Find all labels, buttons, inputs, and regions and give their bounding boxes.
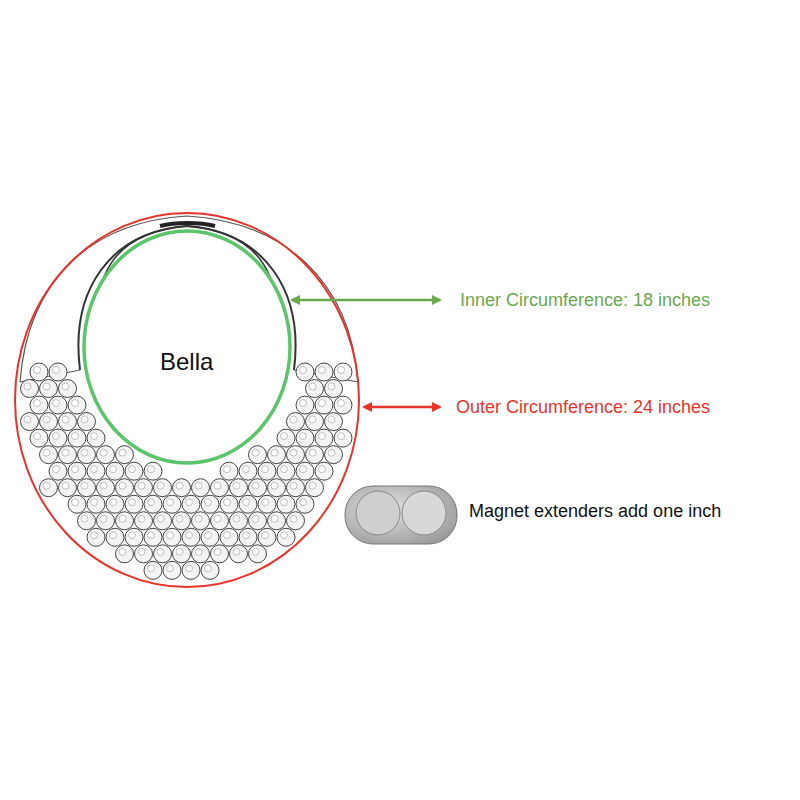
outer-circumference-label: Outer Circumference: 24 inches bbox=[456, 397, 710, 419]
inner-dimension-arrow bbox=[292, 299, 440, 302]
necklace-clasp bbox=[160, 223, 215, 226]
outer-dimension-arrow bbox=[364, 406, 440, 409]
extender-note: Magnet extenders add one inch bbox=[469, 501, 721, 523]
name-text: Bella bbox=[160, 348, 213, 376]
outer-circumference-outline bbox=[15, 213, 359, 587]
name-circle: Bella bbox=[82, 229, 292, 465]
inner-circumference-outline bbox=[82, 229, 292, 465]
magnet-extender-icon bbox=[345, 486, 457, 544]
inner-circumference-label: Inner Circumference: 18 inches bbox=[460, 290, 710, 312]
